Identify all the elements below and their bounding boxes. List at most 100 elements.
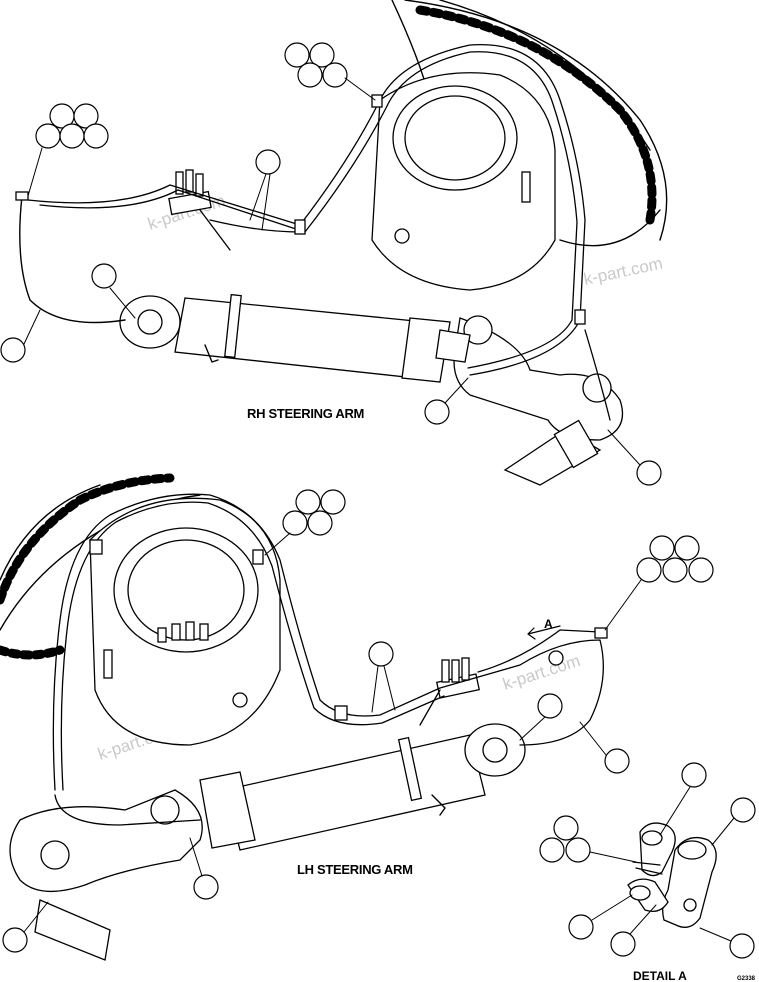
detail-main-clamp-hole (677, 840, 707, 860)
rh-steering-arm-title: RH STEERING ARM (247, 406, 364, 421)
rh-cylinder-barrel (174, 297, 426, 379)
rh-leader (27, 147, 43, 197)
detail-balloon (729, 933, 755, 959)
lh-hose-routing (52, 493, 608, 826)
lh-cylinder-barrel (224, 734, 486, 851)
rh-cylinder-eye-pin (137, 309, 163, 335)
detail-balloon (681, 762, 707, 788)
rh-cylinder-rod-end (435, 329, 471, 363)
detail-a-view: DETAIL A G2338 (539, 762, 756, 982)
lh-balloon (2, 927, 28, 953)
rh-cylinder-band (224, 293, 242, 359)
rh-balloon (424, 399, 450, 425)
rh-balloon (255, 149, 281, 175)
detail-a-arrow (527, 625, 561, 640)
rh-hose-clamp-1 (294, 219, 306, 235)
rh-leader (607, 429, 641, 466)
rh-leader (444, 377, 469, 404)
rh-manifold-hose (199, 209, 231, 251)
lh-hose-fitting (594, 627, 608, 639)
lh-ring-bolts-lower (0, 645, 65, 660)
lh-cylinder-head (199, 771, 256, 849)
lh-leader (579, 721, 607, 756)
lh-cylinder-port (431, 794, 446, 816)
lh-block (103, 649, 113, 679)
detail-a-letter: A (544, 617, 553, 631)
rh-fitting-1 (175, 171, 184, 195)
rh-cylinder-head (401, 317, 451, 383)
detail-balloon (568, 914, 594, 940)
lh-balloon (193, 874, 219, 900)
detail-balloon (539, 837, 565, 863)
lh-balloon (320, 489, 346, 515)
lh-hose-a (52, 493, 604, 791)
rh-balloon (83, 123, 109, 149)
rh-balloon (284, 42, 310, 68)
lh-manifold (419, 657, 480, 726)
detail-leader (659, 786, 691, 836)
rh-fitting-3 (195, 173, 204, 197)
lh-hose-d (477, 629, 601, 673)
lh-detail-a-clamp (548, 650, 564, 666)
figure-number: G2338 (737, 976, 756, 982)
rh-tie-rod-clamp (553, 419, 599, 469)
detail-balloon (553, 815, 579, 841)
rh-callout-balloons (0, 42, 662, 486)
lh-callout-balloons (2, 489, 714, 953)
lh-leader (189, 837, 203, 877)
detail-a-title: DETAIL A (633, 969, 687, 982)
lh-leader (23, 901, 49, 933)
rh-kingpin-bore-inner (404, 95, 506, 181)
rh-balloon (0, 337, 26, 363)
lh-balloon (537, 693, 563, 719)
lh-balloon (688, 557, 714, 583)
rh-hose-routing (15, 43, 611, 421)
rh-leader (249, 173, 271, 231)
lh-arm-pivot (150, 795, 180, 825)
detail-leader (589, 851, 637, 863)
lh-leader (371, 665, 396, 713)
rh-steering-arm-view: RH STEERING ARM (0, 0, 668, 486)
rh-ring-outer (404, 0, 668, 241)
lh-fitting-1 (441, 659, 450, 683)
lh-ring-outer (0, 484, 101, 581)
rh-hose-clamp-3 (574, 309, 586, 325)
lh-grease-fitting (232, 692, 248, 708)
detail-leader (591, 894, 633, 921)
rh-balloon (297, 62, 323, 88)
detail-hose-segment (632, 861, 663, 875)
lh-arm-end-pivot (40, 840, 70, 870)
lh-tie-rod (34, 899, 111, 961)
watermark-4: k-part.com (500, 651, 582, 694)
rh-hose-clamp-2 (371, 94, 383, 108)
lh-balloon (307, 510, 333, 536)
rh-balloon (636, 460, 662, 486)
lh-bore-stud (185, 621, 195, 641)
lh-balloon (368, 641, 394, 667)
lh-steering-arm-title: LH STEERING ARM (297, 862, 413, 877)
rh-ring-inner (439, 0, 651, 151)
rh-leader (109, 287, 136, 319)
rh-steering-cylinder (119, 293, 471, 383)
lh-cylinder-band (397, 736, 423, 802)
lh-ring-bolts (0, 473, 175, 605)
rh-steering-arm-body (453, 317, 624, 441)
rh-hose-c (39, 51, 578, 369)
lh-balloon (282, 510, 308, 536)
detail-lower-clamp-hole (629, 885, 651, 901)
lh-steering-cylinder (199, 723, 526, 851)
lh-balloon (636, 557, 662, 583)
lh-hose-c (54, 794, 201, 826)
rh-balloon (309, 42, 335, 68)
rh-block (521, 171, 531, 203)
lh-leader (519, 716, 546, 741)
lh-bore-stud (157, 627, 167, 643)
detail-a-indicator: A (527, 617, 561, 640)
lh-bore-stud (171, 623, 181, 641)
detail-leader (711, 817, 735, 846)
detail-upper-clamp-hole (641, 830, 663, 846)
lh-hose-clamp-2 (252, 549, 264, 565)
detail-leader (699, 927, 732, 942)
lh-bore-stud (199, 623, 209, 641)
rh-ring-lower (559, 209, 661, 247)
